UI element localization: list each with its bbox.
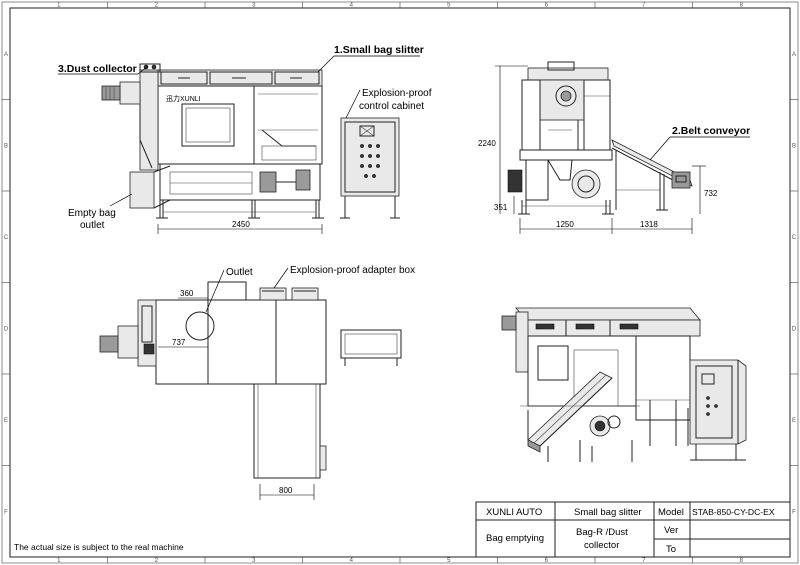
callout-empty-bag-line2: outlet: [80, 220, 105, 231]
cabinet-indicator: [360, 154, 364, 158]
frame-row-label: C: [4, 235, 9, 241]
dim-conveyor-height: 732: [704, 189, 718, 198]
top-conveyor: [253, 383, 321, 479]
title-company: XUNLI AUTO: [486, 507, 542, 518]
frame-column-label: 5: [447, 3, 451, 9]
top-outlet: [185, 311, 215, 341]
callout-outlet: Outlet: [226, 267, 253, 278]
frame-row-label: F: [4, 509, 8, 515]
dust-collector-body: [139, 69, 159, 171]
frame-row-label: E: [792, 418, 796, 424]
top-adapter-box: [340, 329, 402, 366]
dim-side-base: 351: [494, 203, 508, 212]
side-motor: [507, 169, 523, 193]
cabinet-indicator: [360, 164, 364, 168]
empty-bag-outlet: [129, 171, 155, 209]
frame-column-label: 2: [155, 558, 159, 564]
side-dust-collector: [539, 79, 585, 121]
cabinet-indicator: [368, 154, 372, 158]
frame-row-label: B: [792, 143, 796, 149]
cabinet-indicator: [360, 144, 364, 148]
callout-small-bag-slitter: 1.Small bag slitter: [334, 44, 424, 56]
dim-side-depth: 1250: [556, 220, 574, 229]
title-product: Small bag slitter: [574, 507, 642, 518]
frame-row-label: E: [4, 418, 8, 424]
frame-row-label: F: [792, 509, 796, 515]
front-callouts: 3.Dust collector 1.Small bag slitter Exp…: [58, 44, 432, 231]
front-view: 迅力XUNLI 245: [101, 63, 324, 234]
frame-column-label: 8: [740, 558, 744, 564]
title-process: Bag emptying: [486, 533, 544, 544]
frame-column-label: 1: [57, 3, 61, 9]
frame-column-label: 2: [155, 3, 159, 9]
dust-fan-motor: [101, 85, 121, 101]
dim-top-width: 800: [279, 486, 293, 495]
frame-row-label: B: [4, 143, 8, 149]
frame-column-label: 7: [642, 558, 646, 564]
dim-side-height: 2240: [478, 139, 496, 148]
side-belt-conveyor: [611, 139, 693, 211]
frame-column-label: 6: [545, 3, 549, 9]
frame-column-label: 8: [740, 3, 744, 9]
callout-empty-bag-line1: Empty bag: [68, 208, 116, 219]
inspection-window: [181, 103, 235, 147]
title-block: XUNLI AUTO Small bag slitter Bag emptyin…: [475, 501, 791, 558]
cabinet-indicator: [376, 154, 380, 158]
size-note: The actual size is subject to the real m…: [14, 542, 184, 552]
cabinet-indicator: [372, 174, 376, 178]
title-config-line1: Bag-R /Dust: [576, 527, 628, 538]
frame-row-label: C: [792, 235, 797, 241]
callout-dust-collector: 3.Dust collector: [58, 63, 137, 75]
top-view: 360 737 800 Outlet Explosion-proof adapt…: [99, 265, 415, 500]
frame-column-label: 6: [545, 558, 549, 564]
frame-column-label: 1: [57, 558, 61, 564]
frame-column-label: 3: [252, 558, 256, 564]
title-model-label: Model: [658, 507, 684, 518]
dim-front-width: 2450: [232, 220, 250, 229]
callout-cabinet-line1: Explosion-proof: [362, 88, 432, 99]
title-config-line2: collector: [584, 540, 619, 551]
dim-top-offset-b: 737: [172, 338, 186, 347]
cabinet-indicator: [368, 164, 372, 168]
frame-column-label: 4: [350, 3, 354, 9]
isometric-view: [501, 307, 747, 462]
callout-belt-conveyor: 2.Belt conveyor: [672, 125, 750, 137]
title-ver-label: Ver: [664, 525, 678, 536]
side-view: 2240 351 1250 1318 732 2.Belt conveyor: [478, 61, 750, 234]
callout-cabinet-line2: control cabinet: [359, 101, 424, 112]
cabinet-indicator: [376, 144, 380, 148]
callout-adapter-box: Explosion-proof adapter box: [290, 265, 415, 276]
title-model-value: STAB-850-CY-DC-EX: [692, 507, 775, 517]
frame-column-label: 5: [447, 558, 451, 564]
frame-row-label: D: [792, 326, 797, 332]
title-to-label: To: [666, 544, 676, 555]
dim-top-offset-a: 360: [180, 289, 194, 298]
cabinet-indicator: [364, 174, 368, 178]
frame-column-label: 3: [252, 3, 256, 9]
frame-row-label: D: [4, 326, 9, 332]
frame-row-label: A: [4, 52, 8, 58]
brand-plate: 迅力XUNLI: [166, 94, 201, 103]
frame-column-label: 4: [350, 558, 354, 564]
frame-column-label: 7: [642, 3, 646, 9]
cabinet-indicator: [368, 144, 372, 148]
cabinet-indicator: [376, 164, 380, 168]
control-cabinet: [340, 117, 400, 219]
dim-conveyor-length: 1318: [640, 220, 658, 229]
frame-row-label: A: [792, 52, 796, 58]
